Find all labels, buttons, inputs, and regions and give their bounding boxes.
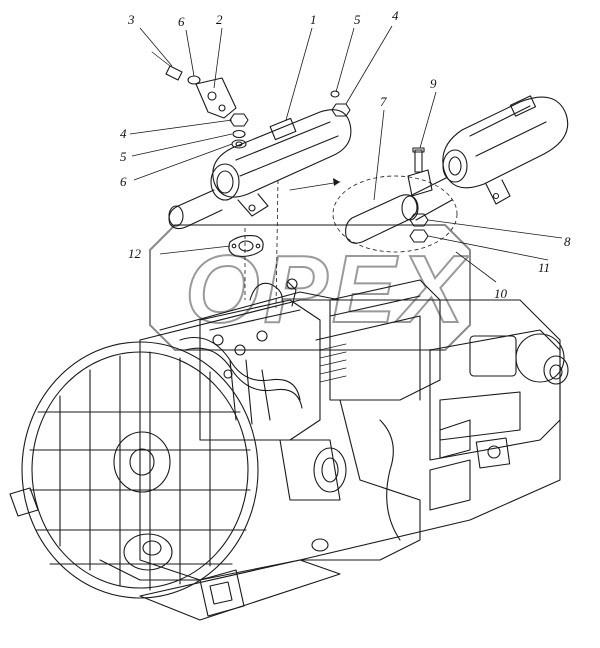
callout-1: 1 [310, 12, 317, 27]
nut-stack-4-5-6 [229, 113, 249, 149]
right-muffler [442, 95, 569, 205]
leader-lines [129, 25, 563, 283]
callout-5-left: 5 [120, 149, 127, 164]
callout-8: 8 [564, 234, 571, 249]
watermark-text: OPEX [185, 236, 469, 343]
left-muffler [168, 109, 352, 230]
callout-2: 2 [216, 12, 223, 27]
callout-6-top: 6 [178, 14, 185, 29]
callout-11: 11 [538, 260, 550, 275]
bolt-3 [151, 51, 183, 81]
callout-9: 9 [430, 76, 437, 91]
callout-12: 12 [128, 246, 142, 261]
callout-4-top: 4 [392, 8, 399, 23]
callout-5-top: 5 [354, 12, 361, 27]
callout-10: 10 [494, 286, 508, 301]
washer-6-top [187, 75, 201, 85]
assembly-arrow [289, 181, 341, 191]
washer-5-top [330, 90, 340, 98]
engine-block [139, 278, 569, 581]
callouts: 3 6 2 1 5 4 9 7 4 5 6 8 12 11 10 [120, 8, 571, 301]
fan-guard [21, 341, 259, 599]
engine-base [9, 487, 341, 621]
gasket-12 [228, 235, 264, 257]
callout-4-left: 4 [120, 126, 127, 141]
callout-6-left: 6 [120, 174, 127, 189]
callout-7: 7 [380, 94, 387, 109]
watermark-logo: OPEX [149, 224, 471, 351]
callout-3: 3 [127, 12, 135, 27]
arrow-head [333, 178, 340, 186]
bracket-2 [195, 77, 237, 119]
